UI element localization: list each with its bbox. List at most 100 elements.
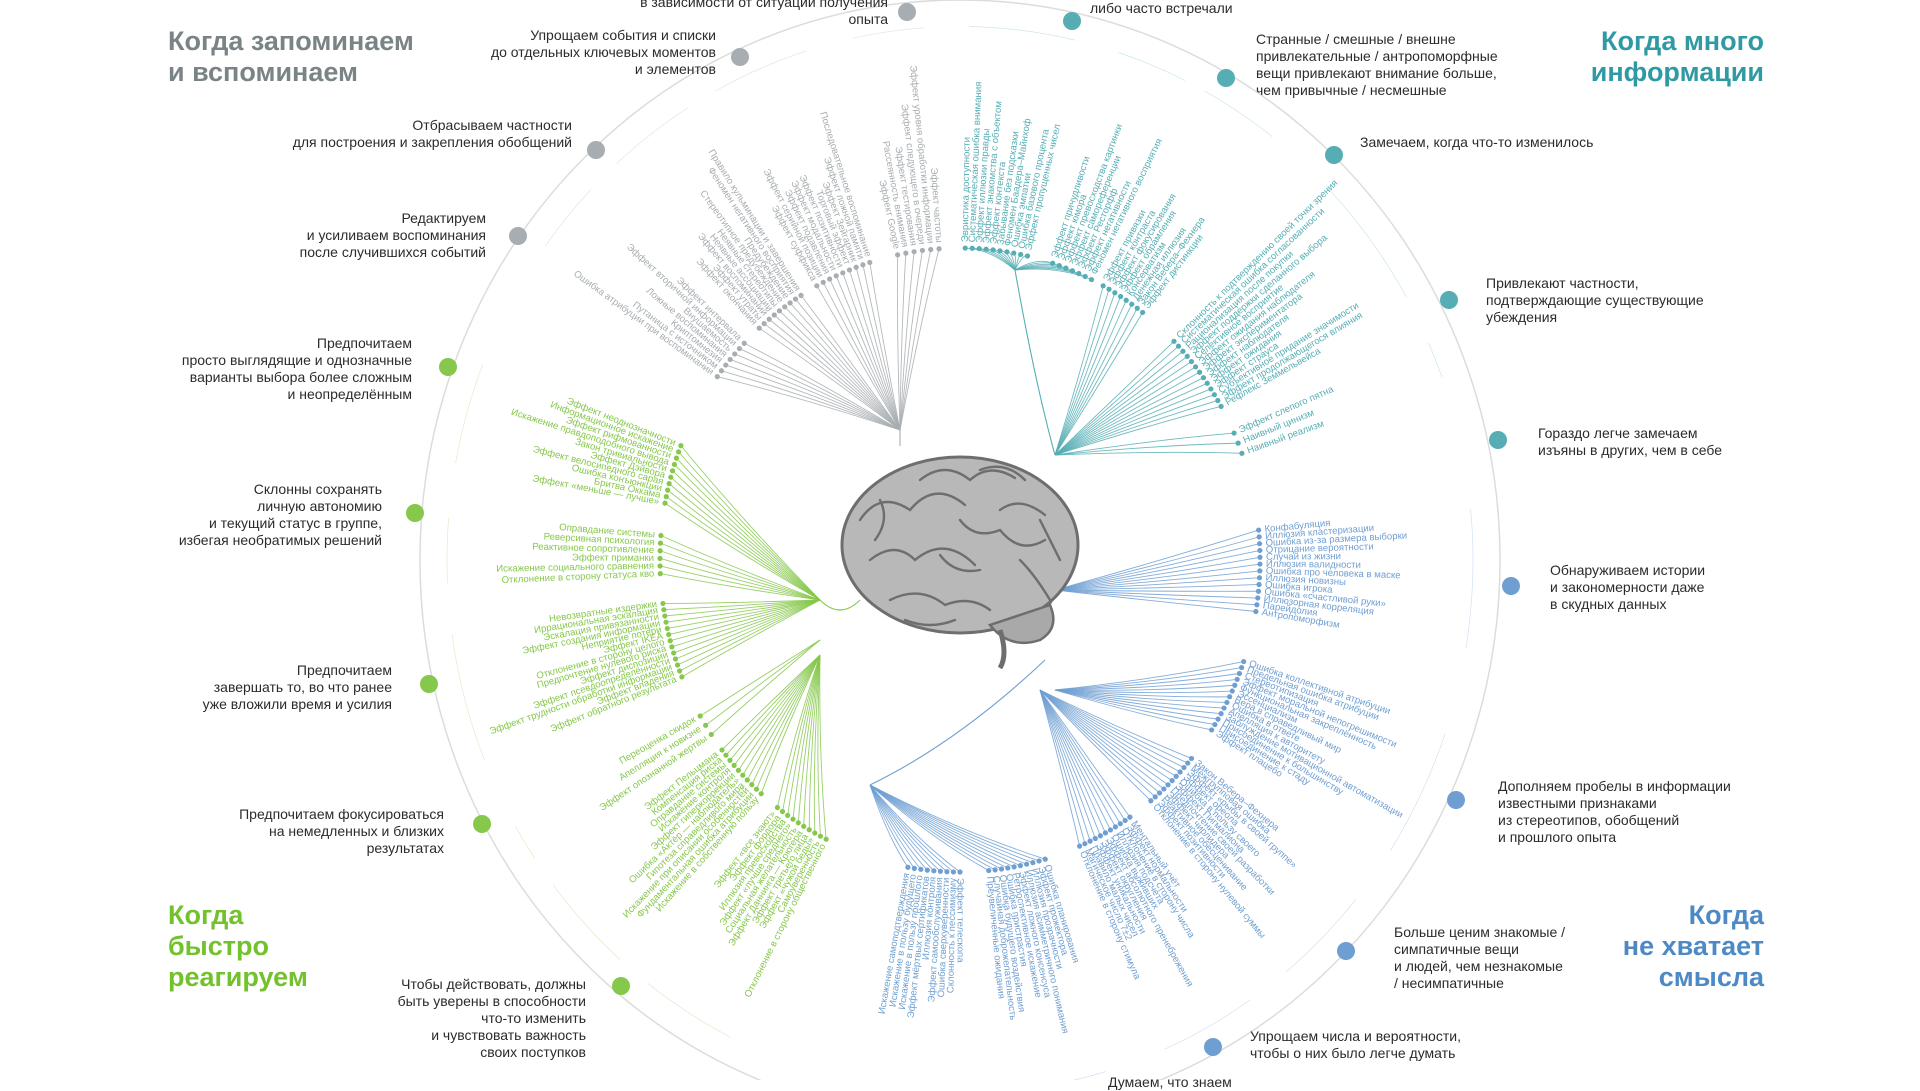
branch-line — [1054, 689, 1227, 703]
branch-node — [846, 267, 853, 273]
branch-node — [679, 674, 685, 680]
group-bracket — [968, 26, 1076, 41]
branch-line — [1054, 684, 1235, 691]
branch-node — [1152, 794, 1158, 800]
branch-line — [1054, 536, 1260, 591]
branch-line — [1054, 451, 1242, 456]
branch-line — [673, 599, 821, 654]
branch-line — [670, 599, 821, 642]
group-bracket — [1118, 52, 1186, 81]
desc-info-change: Замечаем, когда что-то изменилось — [1360, 134, 1594, 150]
branch-node — [675, 449, 682, 455]
branch-node — [992, 867, 998, 873]
branch-node — [1239, 450, 1245, 456]
branch-node — [753, 786, 760, 792]
branch-node — [1256, 541, 1263, 547]
branch-node — [1215, 397, 1221, 404]
branch-node — [671, 650, 677, 656]
desc-fast-autonomy: Склонны сохранять личную автономию и тек… — [178, 481, 382, 548]
desc-info-flaws: Гораздо легче замечаем изъяны в других, … — [1538, 425, 1722, 458]
branch-line — [1054, 382, 1208, 456]
branch-line — [869, 262, 901, 431]
branch-line — [779, 310, 901, 431]
branch-node — [950, 869, 957, 875]
desc-info-strange: Странные / смешные / внешне привлекатель… — [1256, 31, 1498, 98]
branch-line — [869, 784, 1040, 862]
branch-line — [672, 470, 821, 601]
branch-node — [1188, 358, 1195, 365]
branch-node — [1005, 865, 1011, 871]
branch-line — [869, 784, 915, 869]
group-bracket — [1465, 508, 1474, 649]
branch-node — [806, 827, 812, 833]
branch-line — [1039, 689, 1096, 839]
branch-line — [1054, 577, 1260, 591]
branch-line — [835, 275, 901, 431]
branch-line — [1039, 689, 1177, 777]
branch-line — [680, 445, 821, 601]
branch-node — [736, 345, 743, 352]
branch-line — [829, 278, 901, 431]
branch-node — [671, 461, 678, 468]
branch-line — [795, 298, 901, 431]
branch-node — [663, 619, 669, 625]
branch-line — [899, 250, 923, 431]
branch-node — [1087, 838, 1093, 844]
branch-line — [819, 654, 827, 840]
group-bracket — [451, 634, 485, 760]
branch-line — [1054, 285, 1104, 456]
branch-line — [660, 573, 821, 601]
branch-line — [1039, 689, 1188, 764]
category-dot — [587, 141, 605, 159]
branch-node — [1232, 682, 1238, 688]
branch-node — [1017, 863, 1023, 869]
branch-line — [869, 784, 996, 871]
branch-line — [789, 302, 901, 431]
branch-node — [1175, 343, 1182, 349]
desc-info-confirm: Привлекают частности, подтверждающие сущ… — [1486, 275, 1704, 325]
branch-line — [855, 267, 901, 431]
branch-node — [662, 500, 668, 506]
branch-line — [1054, 377, 1204, 456]
quadrant-title-fast-action: Когда быстро реагируем — [168, 900, 308, 992]
branch-line — [1054, 589, 1256, 612]
branch-line — [1054, 312, 1144, 456]
branch-line — [1039, 689, 1169, 786]
branch-node — [732, 351, 738, 357]
branch-node — [1011, 250, 1017, 256]
branch-line — [710, 639, 821, 735]
branch-line — [1054, 289, 1110, 456]
branch-line — [979, 248, 1016, 271]
branch-line — [659, 565, 821, 601]
branch-node — [771, 312, 777, 318]
branch-line — [746, 654, 821, 781]
branch-line — [659, 550, 821, 601]
brain-fold — [873, 498, 886, 542]
branch-node — [840, 270, 846, 276]
branch-line — [965, 247, 1016, 271]
branch-line — [869, 784, 954, 873]
branch-line — [1054, 394, 1215, 456]
branch-node — [727, 757, 733, 763]
branch-line — [1054, 296, 1121, 456]
branch-node — [1256, 534, 1262, 540]
branch-node — [708, 731, 714, 738]
branch-node — [1253, 608, 1259, 615]
branch-node — [1224, 699, 1230, 706]
branch-node — [1092, 835, 1098, 842]
desc-memory-simplify: Упрощаем события и списки до отдельных к… — [490, 27, 716, 77]
branch-line — [1054, 304, 1133, 456]
branch-node — [657, 540, 664, 546]
group-bracket — [853, 27, 925, 39]
branch-line — [681, 599, 821, 678]
branch-line — [792, 654, 821, 820]
branch-line — [797, 654, 821, 823]
brain-fold — [903, 618, 957, 627]
branch-line — [1039, 689, 1121, 824]
trunk-line — [869, 659, 1046, 786]
group-bracket — [1073, 1071, 1106, 1080]
branch-node — [976, 246, 982, 252]
branch-line — [1054, 673, 1240, 691]
branch-line — [1054, 543, 1260, 591]
